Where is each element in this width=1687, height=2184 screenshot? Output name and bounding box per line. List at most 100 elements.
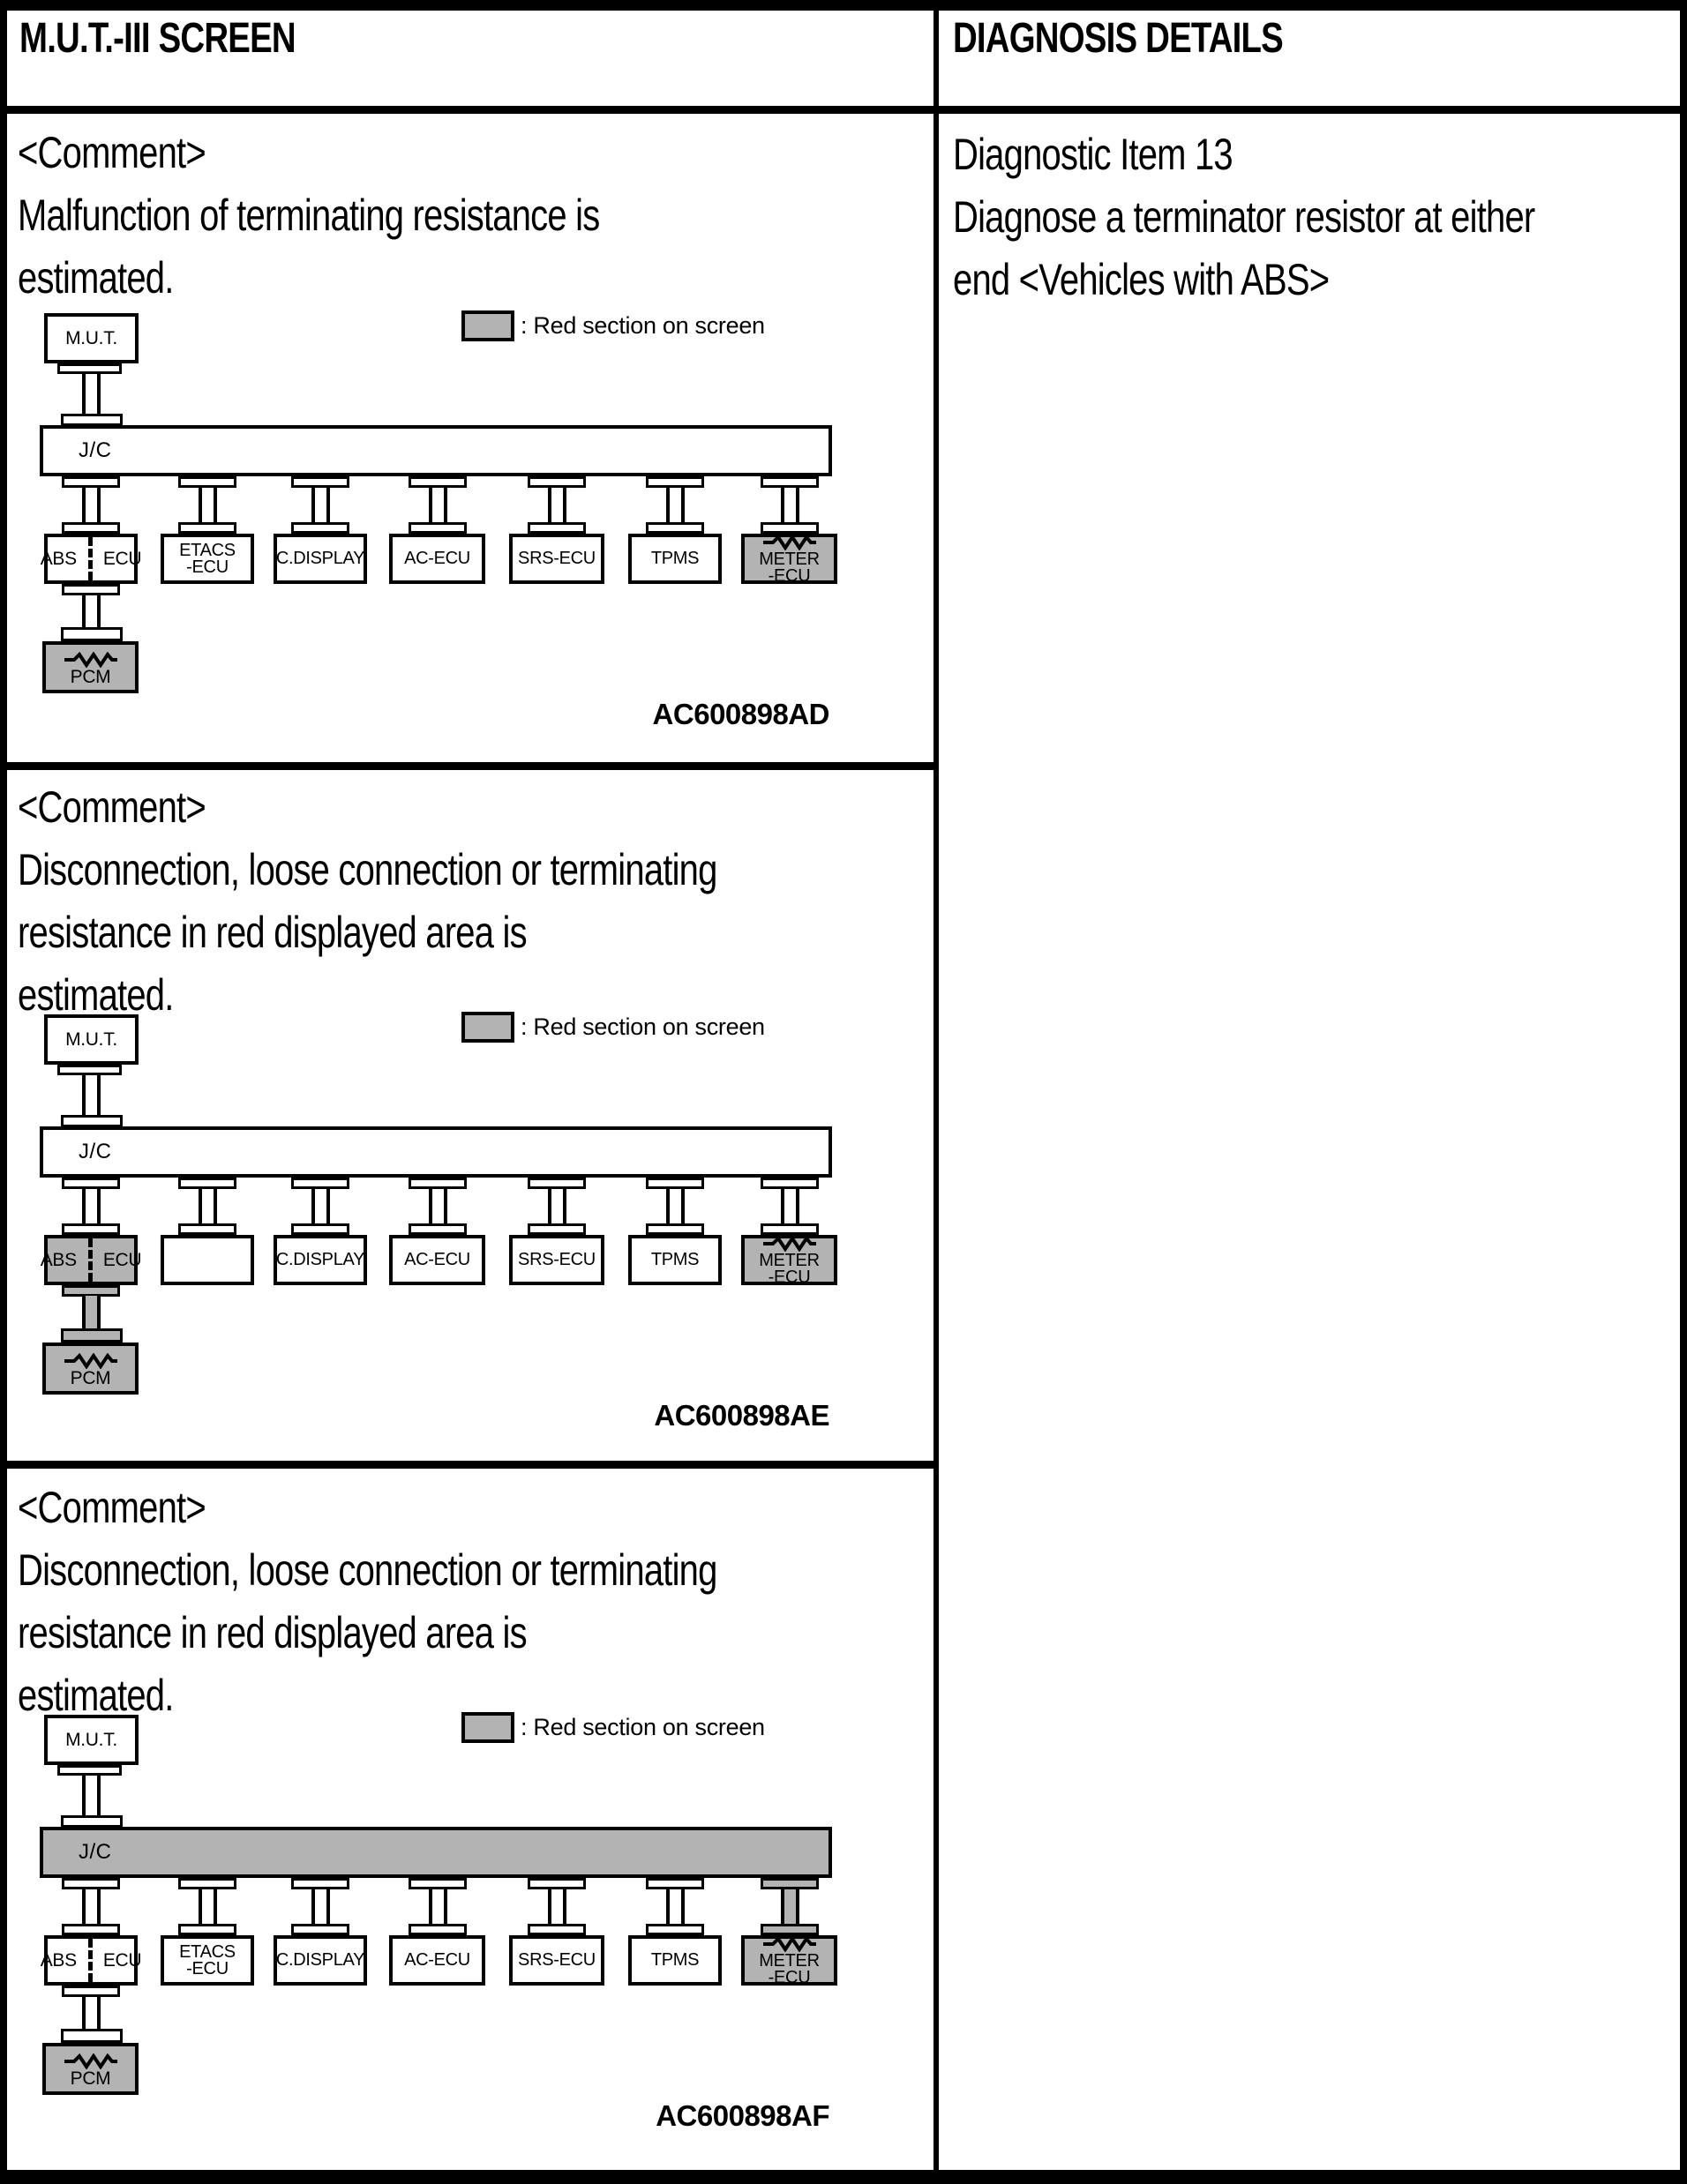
ecu-box-etacs-ecu: ETACS-ECU — [161, 534, 254, 584]
ecu-label-part: ABS — [40, 548, 77, 569]
resistor-icon — [64, 650, 118, 669]
pcm-connector-stub — [62, 1986, 120, 1997]
ecu-label: C.DISPLAY — [276, 537, 365, 580]
ecu-label-line: TPMS — [650, 1950, 700, 1970]
mut-connector-column — [82, 1776, 101, 1816]
pcm-box: PCM — [42, 1343, 139, 1395]
diagnosis-line: Diagnose a terminator resistor at either — [953, 192, 1535, 242]
drop-connector-column — [548, 1889, 566, 1924]
drop-connector-stub — [291, 1878, 349, 1889]
ecu-label-line: AC-ECU — [404, 1950, 470, 1970]
drop-connector-stub — [528, 1178, 586, 1189]
pcm-label-text: PCM — [70, 666, 111, 687]
drop-connector-column — [311, 1189, 330, 1223]
drop-connector-stub — [761, 1223, 819, 1235]
ecu-label-part: ABS — [40, 1249, 77, 1270]
jc-bar: J/C — [40, 425, 832, 476]
drop-connector-column — [781, 488, 799, 522]
jc-label: J/C — [79, 1140, 112, 1163]
drop-connector-stub — [62, 1223, 120, 1235]
ecu-label-line: METER — [759, 550, 820, 569]
drop-connector-stub — [291, 522, 349, 534]
mut-box: M.U.T. — [44, 313, 139, 363]
resistor-icon — [762, 533, 817, 551]
ecu-label-part: ABS — [40, 1949, 77, 1971]
ecu-label: C.DISPLAY — [275, 1939, 365, 1982]
ecu-label: AC-ECU — [393, 1939, 482, 1982]
abs-dashed-line — [88, 1238, 93, 1282]
figure-label: AC600898AD — [652, 698, 830, 730]
ecu-label: ETACS-ECU — [164, 537, 251, 580]
ecu-box-meter-ecu: METER-ECU — [741, 1235, 837, 1286]
mut-label: M.U.T. — [65, 1028, 117, 1050]
mut-connector-stub — [57, 1065, 122, 1075]
pcm-label: PCM — [46, 1346, 135, 1391]
ecu-label: TPMS — [632, 537, 718, 580]
drop-connector-stub — [62, 1924, 120, 1935]
drop-connector-column — [548, 488, 566, 522]
diagnosis-text: Diagnostic Item 13 Diagnose a terminator… — [953, 123, 1535, 311]
drop-connector-column — [429, 1889, 447, 1924]
ecu-label: TPMS — [632, 1238, 718, 1282]
ecu-label-line: SRS-ECU — [518, 1950, 596, 1970]
figure-label: AC600898AF — [656, 2099, 829, 2132]
ecu-box-etacs-ecu: ETACS-ECU — [161, 1935, 254, 1986]
pcm-box: PCM — [42, 2043, 139, 2095]
jc-label: J/C — [79, 438, 112, 462]
drop-connector-stub — [178, 1223, 236, 1235]
comment-line: estimated. — [18, 253, 174, 303]
resistor-icon — [762, 1934, 817, 1953]
pcm-connector-column — [82, 1996, 101, 2030]
pcm-connector-stub — [62, 1285, 120, 1297]
ecu-box-abs-ecu: ABS ECU — [41, 534, 142, 584]
drop-connector-stub — [178, 1924, 236, 1935]
drop-connector-stub — [291, 1924, 349, 1935]
ecu-label-part: ECU — [102, 548, 142, 569]
ecu-label-line: SRS-ECU — [518, 1250, 596, 1269]
ecu-box-meter-ecu: METER-ECU — [741, 1935, 837, 1986]
ecu-label-line: -ECU — [186, 557, 229, 577]
drop-connector-stub — [409, 1878, 467, 1889]
row-divider-2 — [0, 1461, 935, 1469]
ecu-label-line: AC-ECU — [404, 549, 470, 568]
drop-connector-column — [666, 488, 685, 522]
drop-connector-column — [82, 1889, 101, 1924]
drop-connector-column — [82, 1189, 101, 1223]
legend-label: : Red section on screen — [521, 312, 765, 339]
drop-connector-stub — [62, 522, 120, 534]
ecu-label-line: C.DISPLAY — [275, 1950, 365, 1970]
legend-label: : Red section on screen — [521, 1714, 765, 1740]
pcm-connector-stub — [61, 2029, 123, 2043]
drop-connector-column — [199, 488, 217, 522]
ecu-box-ac-ecu: AC-ECU — [389, 534, 485, 584]
abs-dashed-line — [88, 1939, 93, 1982]
drop-connector-stub — [646, 1178, 704, 1189]
ecu-box-etacs-ecu — [161, 1235, 254, 1285]
legend-swatch — [461, 1712, 514, 1743]
ecu-box-c-display: C.DISPLAY — [274, 1935, 367, 1986]
pcm-box: PCM — [42, 641, 139, 693]
drop-connector-stub — [646, 1924, 704, 1935]
ecu-label-line: AC-ECU — [404, 1250, 470, 1269]
ecu-label: METER-ECU — [745, 1236, 834, 1286]
drop-connector-stub — [409, 522, 467, 534]
resistor-icon — [64, 2052, 118, 2070]
mut-connector-column — [82, 1075, 101, 1116]
ecu-label — [164, 1238, 251, 1282]
ecu-label: METER-ECU — [745, 1936, 834, 1986]
ecu-box-ac-ecu: AC-ECU — [389, 1235, 485, 1285]
ecu-label: ABS ECU — [41, 537, 142, 580]
ecu-label-line: -ECU — [768, 1968, 811, 1987]
ecu-label: AC-ECU — [393, 537, 482, 580]
ecu-box-tpms: TPMS — [628, 1935, 722, 1986]
comment-line: <Comment> — [18, 128, 206, 177]
drop-connector-stub — [62, 476, 120, 488]
mut-connector-stub — [57, 363, 122, 374]
drop-connector-stub — [761, 1924, 819, 1935]
pcm-label-text: PCM — [70, 2068, 111, 2089]
